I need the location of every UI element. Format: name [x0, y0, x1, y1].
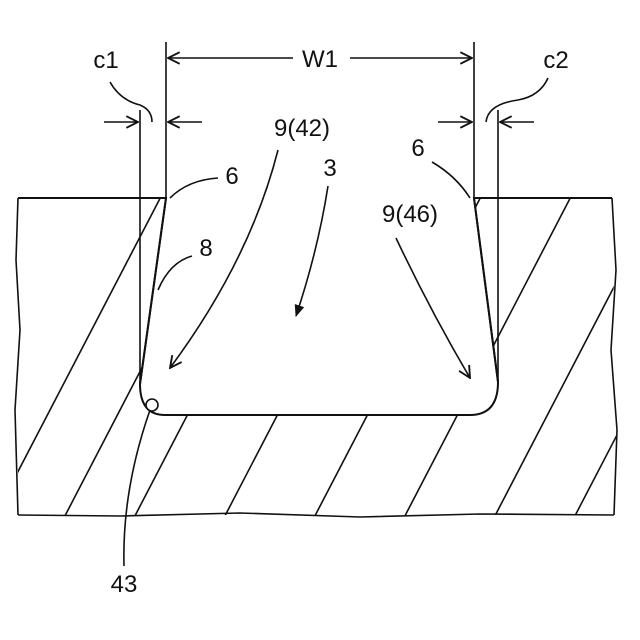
ref-9-46-label: 9(46)	[382, 201, 438, 228]
ref-3: 3	[296, 155, 337, 316]
ref-8: 8	[158, 235, 213, 290]
w1-dimension: W1	[168, 46, 472, 73]
corner-43-marker	[146, 399, 158, 411]
ref-3-label: 3	[323, 155, 336, 182]
ref-43: 43	[111, 410, 150, 598]
ref-6-right-label: 6	[411, 135, 424, 162]
c1-label: c1	[93, 47, 118, 74]
w1-label: W1	[302, 46, 338, 73]
c2-label: c2	[543, 47, 568, 74]
ref-43-label: 43	[111, 571, 138, 598]
ref-6-left-label: 6	[225, 163, 238, 190]
ref-9-42: 9(42)	[170, 115, 330, 368]
ref-9-46: 9(46)	[382, 201, 470, 378]
ref-9-42-label: 9(42)	[274, 115, 330, 142]
ref-6-left: 6	[170, 163, 239, 198]
ref-8-label: 8	[199, 235, 212, 262]
ref-6-right: 6	[411, 135, 470, 198]
